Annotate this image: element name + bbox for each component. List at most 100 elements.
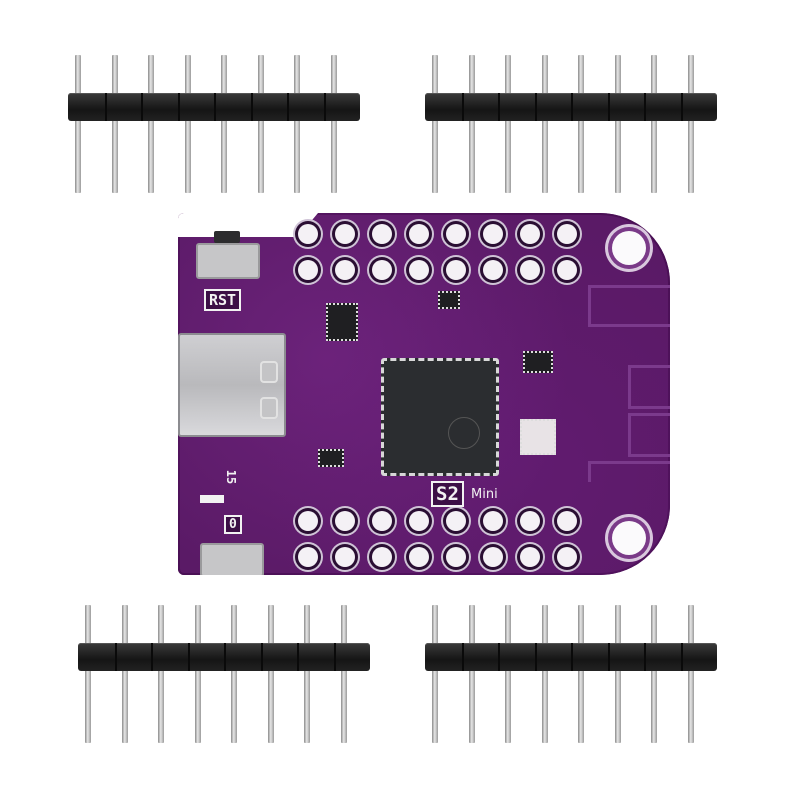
header-pin	[651, 605, 657, 743]
header-pin	[111, 55, 118, 193]
header-block-divider	[260, 643, 263, 671]
header-pin	[75, 55, 81, 193]
header-pin	[578, 605, 584, 743]
header-pin	[505, 55, 511, 193]
gpio-through-hole	[335, 260, 355, 280]
header-pin	[432, 55, 438, 193]
gpio-through-hole	[335, 547, 355, 567]
rst-label: RST	[204, 289, 242, 311]
reset-button-cap[interactable]	[214, 231, 240, 243]
gpio-through-hole	[298, 224, 318, 244]
header-pin	[330, 55, 337, 193]
crystal-oscillator	[520, 419, 556, 455]
header-block-divider	[644, 93, 646, 121]
gpio-through-hole	[335, 511, 355, 531]
header-block-divider	[680, 643, 683, 671]
gpio-through-hole	[557, 224, 577, 244]
boot-button[interactable]	[200, 543, 264, 575]
smd-component	[523, 351, 553, 373]
chip-marking	[448, 417, 480, 449]
header-block-divider	[498, 93, 500, 121]
header-pin	[432, 605, 438, 743]
header-block-divider	[680, 93, 683, 121]
gpio-through-hole	[446, 511, 466, 531]
usb-tab-lower	[260, 397, 278, 419]
gpio-through-hole	[557, 511, 577, 531]
header-plastic-block	[78, 643, 370, 671]
header-pin	[505, 605, 511, 743]
gpio-through-hole	[372, 224, 392, 244]
header-block-divider	[534, 93, 537, 121]
led-indicator	[200, 495, 224, 503]
model-label-box: S2	[431, 481, 464, 507]
gpio-through-hole	[557, 547, 577, 567]
header-pin	[158, 605, 164, 743]
header-plastic-block	[425, 93, 717, 121]
gpio-through-hole	[298, 511, 318, 531]
header-block-divider	[214, 93, 216, 121]
header-pin	[121, 605, 128, 743]
header-block-divider	[297, 643, 299, 671]
pcb-antenna-segment	[588, 461, 670, 482]
gpio-through-hole	[520, 547, 540, 567]
header-block-divider	[114, 643, 117, 671]
reset-button[interactable]	[196, 243, 260, 279]
gpio-through-hole	[483, 547, 503, 567]
header-block-divider	[333, 643, 336, 671]
header-block-divider	[177, 93, 180, 121]
header-block-divider	[461, 93, 464, 121]
s2-mini-board: RST 15 0 S2 Mini	[178, 213, 670, 575]
gpio-through-hole	[372, 260, 392, 280]
header-block-divider	[571, 93, 573, 121]
smd-component	[438, 291, 460, 309]
gpio-through-hole	[298, 547, 318, 567]
header-pin	[687, 605, 694, 743]
gpio-through-hole	[520, 260, 540, 280]
header-pin	[184, 55, 191, 193]
gpio-through-hole	[483, 511, 503, 531]
boot-label: 0	[224, 515, 242, 534]
header-pin	[221, 55, 227, 193]
header-pin	[468, 55, 475, 193]
header-pin	[578, 55, 584, 193]
header-pin	[614, 605, 621, 743]
gpio-through-hole	[446, 547, 466, 567]
gpio-through-hole	[409, 260, 429, 280]
header-block-divider	[571, 643, 573, 671]
gpio-through-hole	[520, 224, 540, 244]
header-block-divider	[461, 643, 464, 671]
header-block-divider	[607, 643, 610, 671]
main-microcontroller-chip	[381, 358, 499, 476]
gpio-through-hole	[409, 547, 429, 567]
header-block-divider	[151, 643, 153, 671]
gpio-through-hole	[298, 260, 318, 280]
gpio-through-hole	[446, 260, 466, 280]
header-pin	[687, 55, 694, 193]
header-pin	[267, 605, 274, 743]
header-pin	[541, 605, 548, 743]
header-block-divider	[187, 643, 190, 671]
header-pin	[468, 605, 475, 743]
header-pin	[651, 55, 657, 193]
gpio-through-hole	[335, 224, 355, 244]
header-pin	[148, 55, 154, 193]
gpio-through-hole	[483, 224, 503, 244]
header-block-divider	[104, 93, 107, 121]
header-block-divider	[323, 93, 326, 121]
usb-tab-upper	[260, 361, 278, 383]
mounting-hole-top	[612, 231, 646, 265]
gpio-through-hole	[372, 547, 392, 567]
pcb-antenna-segment	[628, 413, 670, 457]
usb-c-connector[interactable]	[178, 333, 286, 437]
model-label-text: Mini	[471, 487, 498, 502]
header-pin	[257, 55, 264, 193]
pin-header-bottom-left	[78, 605, 378, 755]
header-pin	[294, 55, 300, 193]
header-pin	[85, 605, 91, 743]
gpio-through-hole	[409, 224, 429, 244]
pcb-antenna-segment	[588, 285, 670, 327]
header-block-divider	[607, 93, 610, 121]
header-pin	[194, 605, 201, 743]
gpio-through-hole	[483, 260, 503, 280]
header-pin	[304, 605, 310, 743]
